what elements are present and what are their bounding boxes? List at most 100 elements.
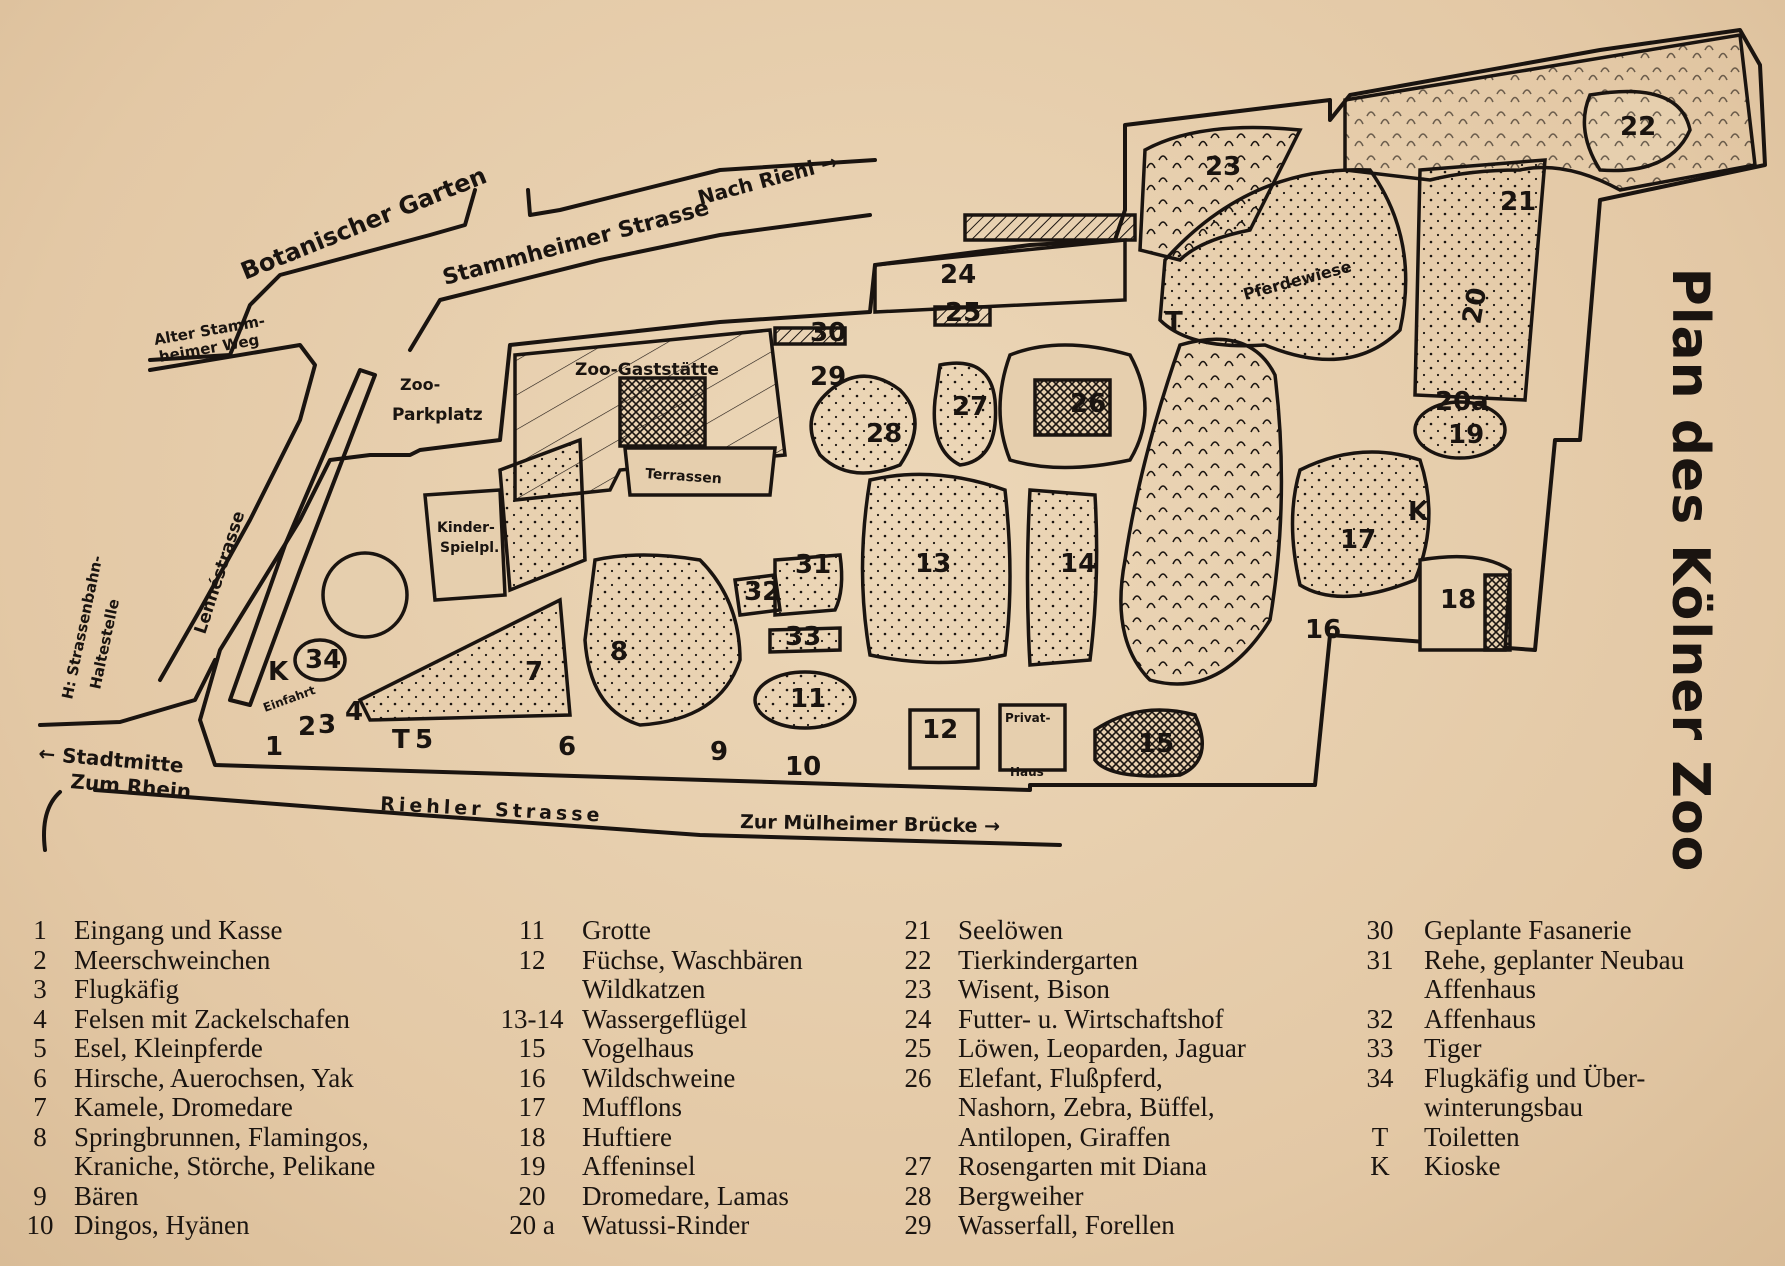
legend-text: Rosengarten mit Diana — [958, 1151, 1207, 1181]
map-number-5: 5 — [415, 725, 433, 755]
legend-text: Grotte — [582, 915, 651, 945]
legend-text: Tierkindergarten — [958, 944, 1138, 975]
legend-text: Wisent, Bison — [958, 974, 1110, 1004]
map-number-15: 15 — [1138, 729, 1174, 759]
legend-text: Affenhaus — [1424, 974, 1536, 1004]
legend-number: 18 — [518, 1121, 546, 1152]
map-number-31: 31 — [795, 550, 831, 580]
area-27 — [932, 361, 998, 467]
legend-number: 21 — [904, 915, 932, 945]
label-parkplatz-1: Zoo- — [400, 375, 440, 394]
street-stadtmitte — [38, 658, 217, 727]
map-kiosk-2: K — [1408, 497, 1429, 527]
legend-number: 12 — [518, 944, 546, 975]
legend-text: Affeninsel — [582, 1151, 696, 1181]
street-rhein — [42, 790, 62, 852]
legend-number: 11 — [519, 915, 545, 945]
label-terrassen: Terrassen — [645, 466, 723, 487]
map-number-14: 14 — [1060, 549, 1096, 579]
legend-number: 31 — [1366, 944, 1394, 975]
legend-text: Bären — [74, 1180, 139, 1211]
map-number-29: 29 — [810, 362, 846, 392]
map-number-4: 4 — [345, 697, 363, 727]
legend-text: Dromedare, Lamas — [582, 1180, 789, 1211]
map-number-27: 27 — [952, 392, 988, 422]
legend-text: Mufflons — [582, 1092, 683, 1122]
label-nach-riehl: Nach Riehl → — [695, 149, 840, 209]
legend-number: 20 — [518, 1180, 546, 1211]
label-einfahrt: Einfahrt — [261, 683, 317, 715]
legend-text: Felsen mit Zackelschafen — [74, 1003, 350, 1034]
legend-text: Tiger — [1424, 1033, 1482, 1063]
legend-number: 16 — [518, 1062, 546, 1093]
legend-number: 25 — [904, 1033, 932, 1063]
map-number-24: 24 — [940, 260, 976, 290]
map-number-16: 16 — [1305, 615, 1341, 645]
legend-text: Dingos, Hyänen — [74, 1210, 250, 1240]
map-toilet-2: T — [1165, 307, 1183, 337]
area-24-shed — [963, 213, 1137, 242]
legend-number: K — [1370, 1151, 1390, 1181]
legend-number — [492, 975, 572, 1005]
legend-text: Eingang und Kasse — [74, 915, 283, 945]
legend-text: Nashorn, Zebra, Büffel, — [958, 1092, 1215, 1122]
legend-number: T — [1371, 1121, 1389, 1152]
legend-text: Wasserfall, Forellen — [958, 1210, 1175, 1240]
legend-number: 2 — [33, 944, 47, 975]
legend-number: 10 — [26, 1210, 54, 1240]
legend-number — [898, 1123, 938, 1153]
area-13 — [860, 472, 1012, 665]
legend-text: Löwen, Leoparden, Jaguar — [958, 1033, 1246, 1063]
legend-text: winterungsbau — [1424, 1092, 1583, 1122]
area-14 — [1025, 488, 1099, 667]
label-kinder-2: Spielpl. — [440, 540, 499, 556]
map-number-8: 8 — [610, 637, 628, 667]
legend-number — [1360, 975, 1400, 1005]
map-number-28: 28 — [866, 419, 902, 449]
area-terrassen — [623, 446, 777, 497]
area-30-shed — [773, 326, 847, 346]
legend-number: 34 — [1366, 1062, 1394, 1093]
legend-text: Meerschweinchen — [74, 944, 271, 975]
map-number-22: 22 — [1620, 112, 1656, 142]
legend-text: Kioske — [1424, 1151, 1501, 1181]
legend-text: Antilopen, Giraffen — [958, 1121, 1171, 1152]
legend-text: Hirsche, Auerochsen, Yak — [74, 1062, 354, 1093]
street-stammheimer-lower — [408, 213, 872, 352]
area-31 — [773, 553, 844, 617]
map-number-13: 13 — [915, 549, 951, 579]
legend-text: Watussi-Rinder — [582, 1210, 750, 1240]
legend-number: 29 — [904, 1210, 932, 1240]
map-number-11: 11 — [790, 684, 826, 714]
legend-number: 3 — [33, 974, 47, 1004]
legend-row: 10 Dingos, Hyänen — [24, 1210, 375, 1241]
legend-row: 25 Löwen, Leoparden, Jaguar — [898, 1033, 1246, 1064]
legend-number: 9 — [33, 1180, 47, 1211]
label-privat-1: Privat- — [1005, 711, 1050, 725]
legend-number: 33 — [1366, 1033, 1394, 1063]
legend-text: Geplante Fasanerie — [1424, 915, 1632, 945]
legend-text: Bergweiher — [958, 1180, 1084, 1211]
legend-text: Affenhaus — [1424, 1003, 1536, 1034]
street-riehler-lower — [93, 788, 1062, 847]
legend-text: Vogelhaus — [582, 1033, 694, 1063]
legend-number — [24, 1152, 56, 1182]
legend-row: K Kioske — [1360, 1151, 1684, 1182]
legend-row: Affenhaus — [1360, 974, 1684, 1005]
map-number-25: 25 — [945, 298, 981, 328]
